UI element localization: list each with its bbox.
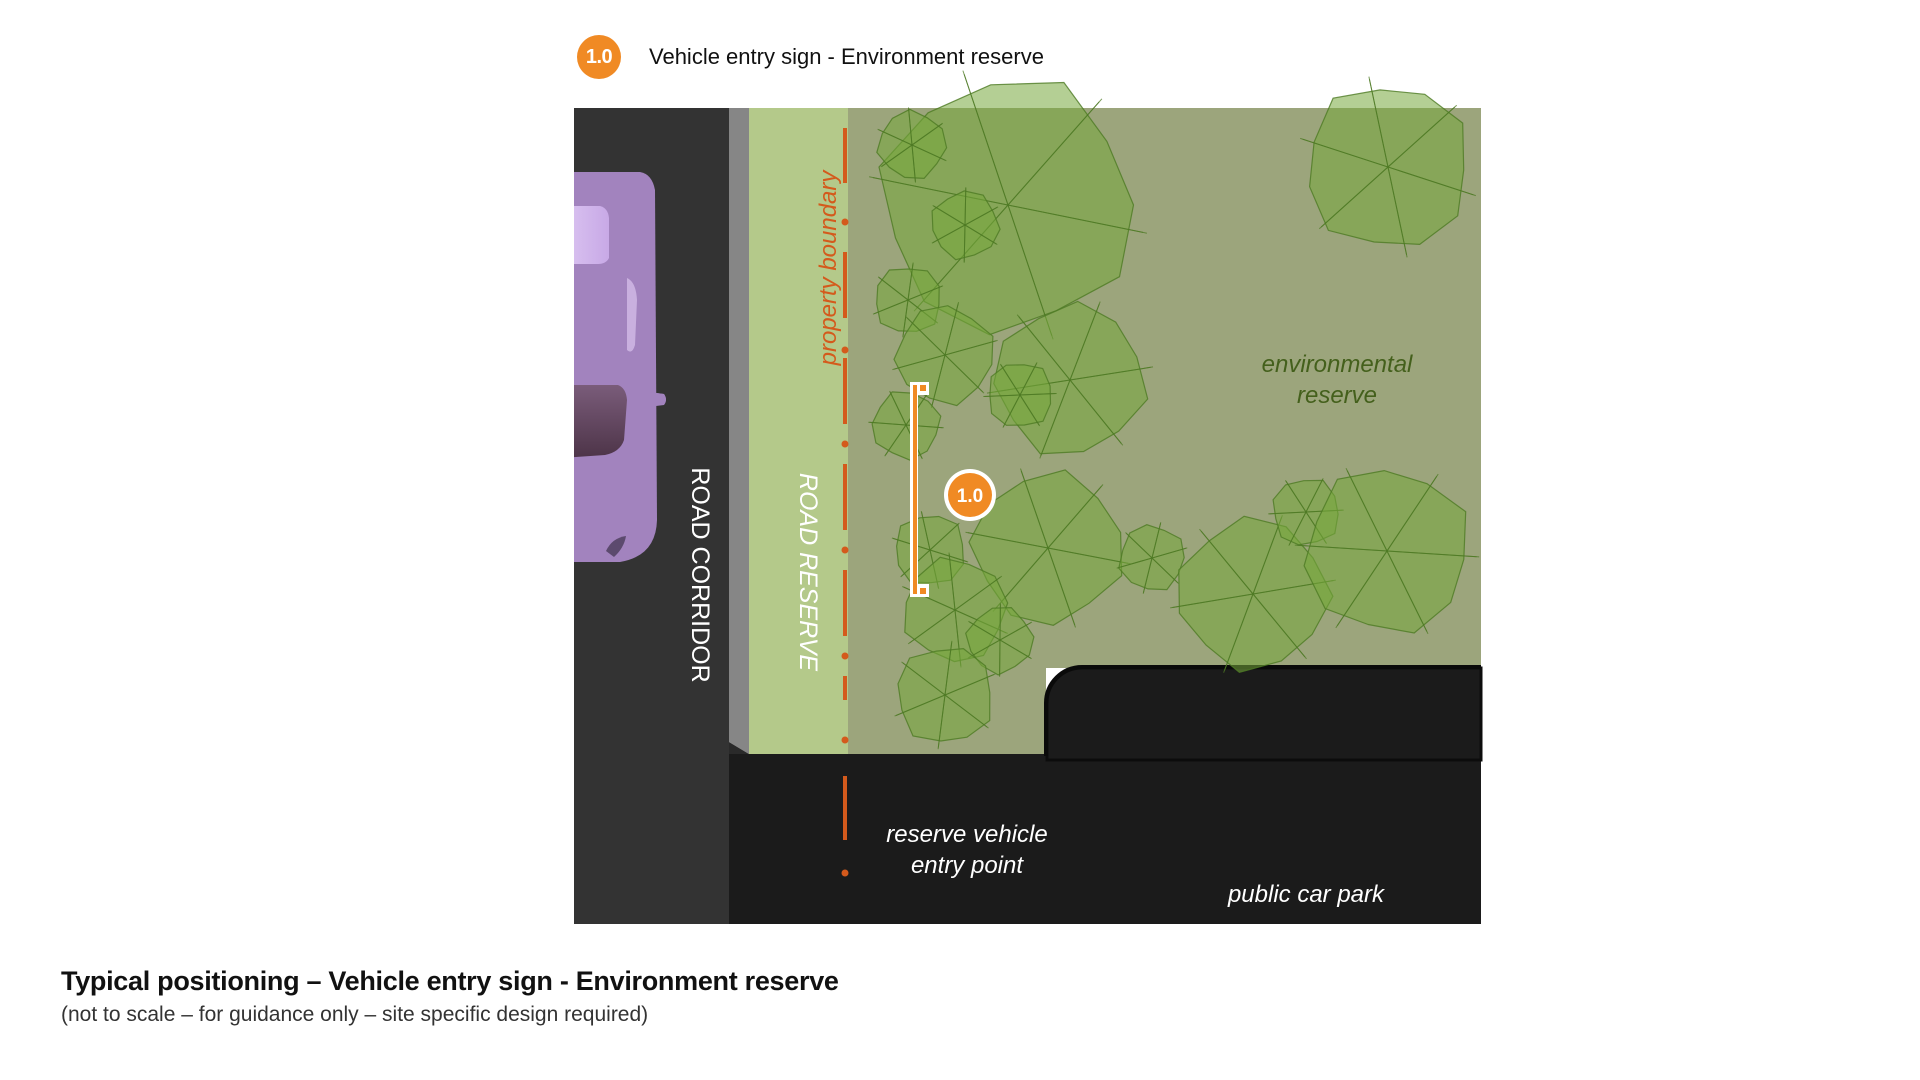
- tree-canopy: [1170, 515, 1336, 674]
- curb-shadow: [729, 742, 749, 754]
- car-park-notch: [1045, 666, 1483, 762]
- legend-label: Vehicle entry sign - Environment reserve: [649, 44, 1044, 69]
- caption-subtitle: (not to scale – for guidance only – site…: [61, 1003, 649, 1026]
- property-boundary-line: [841, 128, 849, 877]
- car-mirror-outer: [648, 392, 666, 407]
- environmental-reserve-label-line1: environmental: [1262, 351, 1413, 378]
- sign-cap-top: [920, 385, 926, 391]
- road-reserve-strip: [749, 108, 848, 754]
- environmental-reserve-label-line2: reserve: [1297, 382, 1377, 409]
- tree-canopy: [1300, 76, 1476, 258]
- boundary-dot: [841, 440, 849, 448]
- car-body: [574, 172, 657, 562]
- sign-cap-bottom: [920, 588, 926, 594]
- curb: [729, 108, 749, 754]
- boundary-dot: [841, 546, 849, 554]
- entry-point-label-line2: entry point: [911, 852, 1024, 879]
- boundary-dash: [843, 252, 847, 318]
- boundary-dash: [843, 570, 847, 636]
- tree-canopies: [868, 70, 1480, 750]
- car-park: [729, 754, 1481, 924]
- boundary-dash: [843, 464, 847, 530]
- legend-badge: 1.0: [577, 35, 621, 79]
- tree-canopy: [868, 390, 944, 461]
- tree-canopy: [965, 468, 1131, 628]
- boundary-dot: [841, 736, 849, 744]
- property-boundary-label: property boundary: [815, 169, 842, 367]
- sign-marker-text: 1.0: [957, 486, 983, 507]
- car-windshield: [574, 385, 627, 458]
- car-park-notch-edge: [1044, 665, 1481, 756]
- car-headlight: [606, 536, 626, 557]
- road-reserve-label: ROAD RESERVE: [794, 473, 822, 672]
- boundary-dot: [841, 218, 849, 226]
- car: [574, 172, 666, 562]
- vehicle-entry-sign: [910, 382, 929, 597]
- boundary-dot: [841, 869, 849, 877]
- caption-title: Typical positioning – Vehicle entry sign…: [61, 966, 839, 996]
- boundary-dash: [843, 128, 847, 183]
- tree-canopy: [983, 362, 1057, 428]
- legend: 1.0 Vehicle entry sign - Environment res…: [577, 35, 1044, 79]
- sign-post: [913, 385, 917, 594]
- car-rear-window: [574, 206, 609, 264]
- tree-canopy: [1294, 467, 1480, 635]
- boundary-dot: [841, 346, 849, 354]
- tree-canopy: [876, 107, 948, 183]
- boundary-dot: [841, 652, 849, 660]
- sign-marker-badge: 1.0: [944, 469, 996, 521]
- car-side-window: [627, 278, 637, 352]
- figure-caption: Typical positioning – Vehicle entry sign…: [61, 966, 839, 1027]
- boundary-dash: [843, 776, 847, 840]
- tree-canopy: [931, 187, 1001, 263]
- road-corridor-label: ROAD CORRIDOR: [686, 467, 714, 682]
- entry-point-label-line1: reserve vehicle: [886, 821, 1047, 848]
- public-car-park-label: public car park: [1227, 881, 1386, 908]
- tree-canopy: [894, 640, 996, 750]
- boundary-dash: [843, 358, 847, 424]
- boundary-dash: [843, 676, 847, 700]
- tree-canopy: [965, 603, 1035, 677]
- tree-canopy: [1116, 522, 1188, 594]
